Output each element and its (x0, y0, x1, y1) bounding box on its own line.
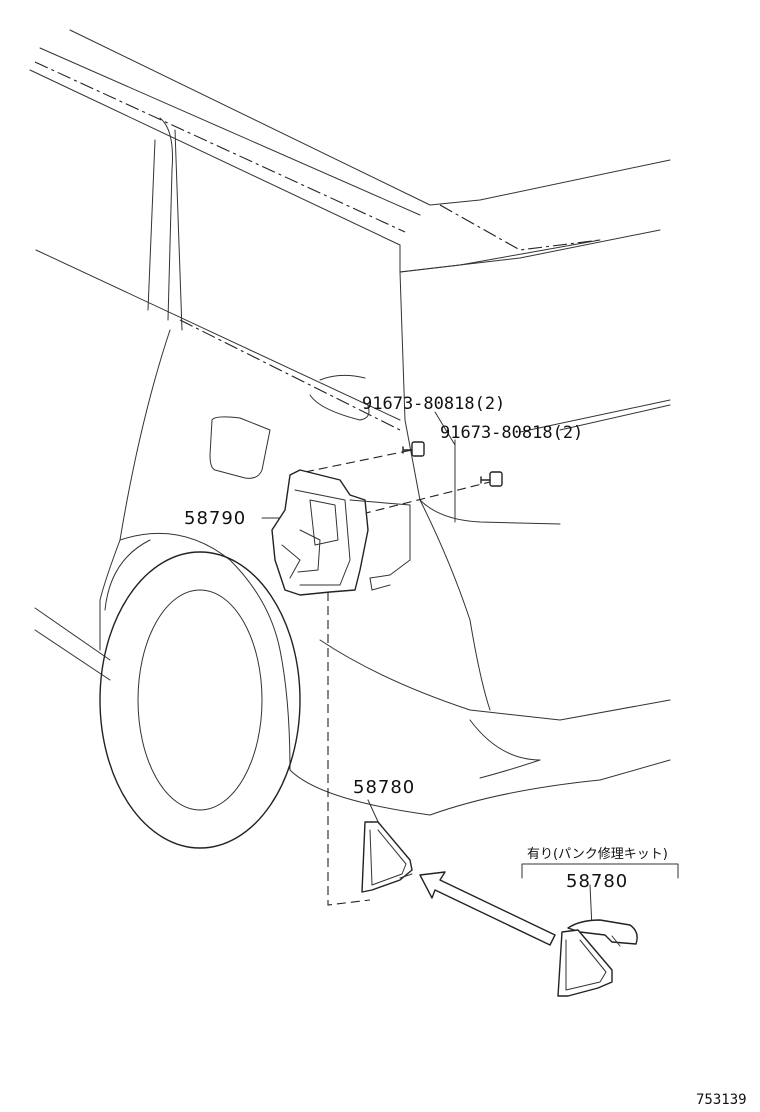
bolt-lower (480, 471, 503, 487)
cover-option-part (557, 919, 638, 997)
bolt-upper-label: 91673-80818(2) (362, 394, 505, 414)
cover-main-label: 58780 (353, 777, 415, 798)
option-bracket-line (521, 863, 679, 879)
option-note-label: 有り(パンク修理キット) (527, 847, 668, 862)
diagram-code: 753139 (696, 1092, 747, 1108)
bracket-label: 58790 (184, 508, 246, 529)
cover-option-label: 58780 (566, 871, 628, 892)
cover-main-part (361, 821, 413, 893)
bolt-upper (402, 441, 425, 457)
bolt-lower-label: 91673-80818(2) (440, 423, 583, 443)
direction-arrow (419, 871, 556, 946)
bracket-part (271, 469, 411, 596)
